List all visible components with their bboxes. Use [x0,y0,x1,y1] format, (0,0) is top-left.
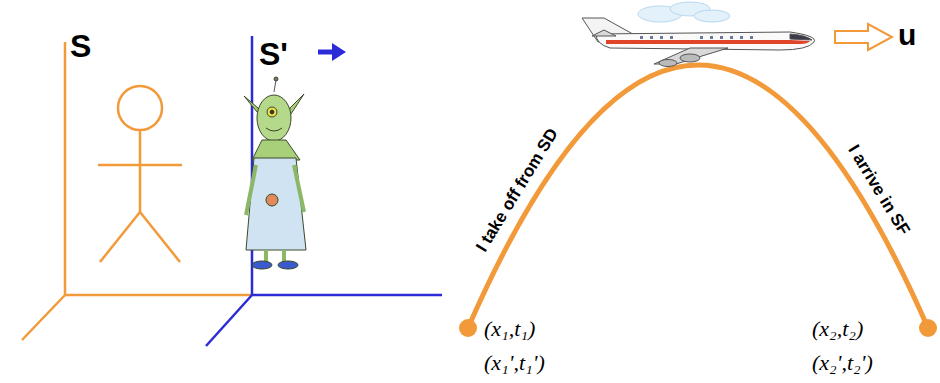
alien-figure [244,77,306,269]
airplane-part-part [650,36,653,39]
airplane [582,18,815,67]
stick-figure-part [100,212,140,262]
airplane-part [680,54,700,62]
frame-motion-arrow-part [318,50,334,55]
airplane-part [592,30,616,36]
airplane-part [640,36,753,39]
alien-figure-part [266,128,282,131]
airplane-part-part [740,36,743,39]
flight-path [468,65,928,328]
airplane-part-part [640,36,643,39]
airplane-part-part [710,36,713,39]
frame-s-axes [22,42,252,340]
stick-figure-part [118,86,162,130]
alien-figure-part [267,107,277,117]
event-coordinate: (x₂,t₂) [812,318,863,340]
frame-motion-arrow [318,43,346,61]
takeoff-dot [459,319,477,337]
airplane-part [606,40,810,44]
frame-motion-arrow-part [332,43,346,61]
stick-figure [98,86,182,262]
alien-figure-part [252,261,272,269]
alien-figure-part [278,261,298,269]
stick-figure-part [140,212,180,262]
stick-figure-part [98,164,182,167]
clouds [638,2,730,22]
arrival-dot [919,319,937,337]
frame-label: S [70,30,91,62]
alien-figure-part [246,158,306,250]
event-coordinate: (x₂',t₂') [812,352,873,374]
event-coordinate: (x₁,t₁) [484,318,535,340]
alien-figure-part [282,250,286,262]
airplane-part [596,32,815,50]
alien-figure-part [257,95,291,141]
clouds-part [694,10,730,22]
airplane-part [790,34,812,40]
velocity-label: u [898,20,916,50]
frame-s-axes-part [65,294,252,297]
alien-figure-part [246,165,256,215]
alien-figure-part [274,77,278,81]
airplane-part-part [700,36,703,39]
alien-figure-part [264,250,268,262]
frame-s-axes-part [22,295,65,340]
airplane-part-part [720,36,723,39]
airplane-part-part [730,36,733,39]
alien-figure-part [252,140,300,160]
frame-s-prime-axes-part [252,294,442,297]
frame-s-prime-axes-part [206,295,252,346]
airplane-part-part [660,36,663,39]
event-coordinate: (x₁',t₁') [484,352,545,374]
alien-figure-part [266,194,278,206]
airplane-part [659,60,677,67]
alien-figure-part [294,165,304,212]
velocity-arrow [835,24,892,50]
frame-label: S' [259,38,288,70]
frame-s-prime-axes [206,36,442,346]
alien-figure-part [274,80,276,92]
stick-figure-part [139,130,142,212]
airplane-part-part [750,36,753,39]
path-note: I arrive in SF [845,142,913,238]
path-note: I take off from SD [473,126,561,255]
alien-figure-part [270,110,274,114]
frame-s-axes-part [64,42,67,295]
airplane-part-part [670,36,673,39]
